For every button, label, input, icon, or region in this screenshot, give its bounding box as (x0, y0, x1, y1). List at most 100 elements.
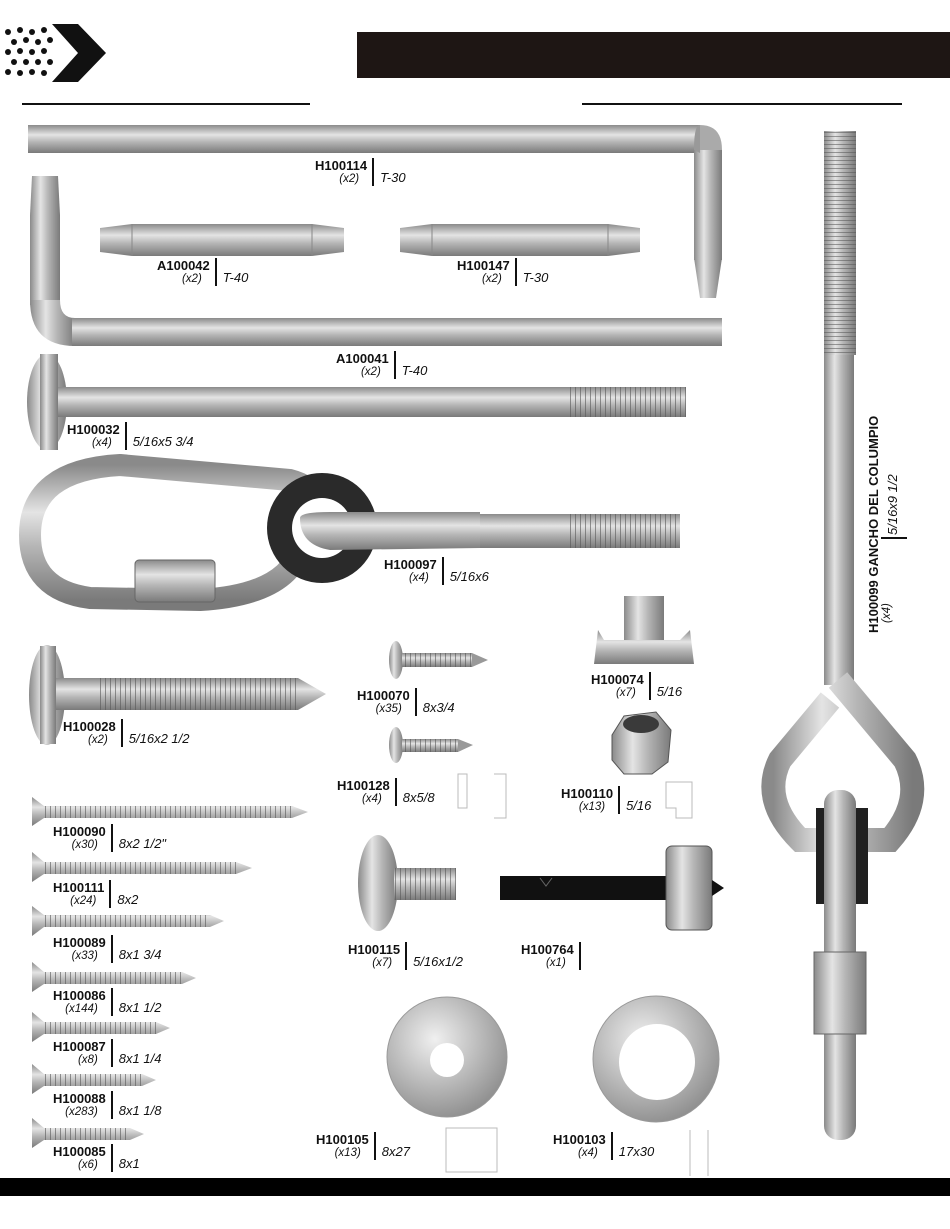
label-a100041: A100041(x2) T-40 (336, 351, 427, 379)
part-name: GANCHO DEL COLUMPIO (866, 415, 881, 577)
label-h100103: H100103(x4) 17x30 (553, 1132, 654, 1160)
part-size: 8x1 1/4 (118, 1051, 162, 1066)
part-size: 5/16x5 3/4 (132, 434, 194, 449)
part-size: 8x1 1/8 (118, 1103, 162, 1118)
brand-chevron-logo (0, 22, 110, 84)
part-qty: (x13) (578, 801, 606, 813)
label-h100085: H100085(x6) 8x1 (53, 1144, 140, 1172)
part-size: 5/16x6 (449, 569, 489, 584)
label-h100111: H100111(x24) 8x2 (53, 880, 138, 908)
part-qty: (x33) (71, 950, 98, 962)
part-qty: (x35) (375, 703, 402, 715)
part-code: H100103 (553, 1132, 606, 1147)
label-divider (110, 824, 113, 852)
part-size: 8x5/8 (402, 790, 435, 805)
tool-h100764-illustration (500, 845, 724, 931)
screw-h100088-shape (32, 1064, 156, 1094)
lock-nut-h100110-illustration (611, 711, 693, 819)
label-h100105: H100105(x13) 8x27 (316, 1132, 410, 1160)
label-divider (372, 158, 375, 186)
part-code: H100099 (866, 580, 881, 633)
label-h100070: H100070(x35) 8x3/4 (357, 688, 455, 716)
label-divider (110, 1144, 113, 1172)
part-qty: (x2) (339, 173, 360, 185)
part-code: H100147 (457, 258, 510, 273)
footer-bar (0, 1178, 950, 1196)
part-size: 8x1 1/2 (118, 1000, 162, 1015)
part-qty: (x8) (77, 1054, 98, 1066)
part-size: 8x2 1/2" (118, 836, 167, 851)
part-code: H100097 (384, 557, 437, 572)
screw-h100087-shape (32, 1012, 170, 1042)
label-divider (648, 672, 651, 700)
label-h100089: H100089(x33) 8x1 3/4 (53, 935, 161, 963)
tube-h100147-illustration (400, 224, 640, 256)
part-size: 5/16 (656, 684, 683, 699)
label-a100042: A100042(x2) T-40 (157, 258, 248, 286)
label-h100110: H100110(x13) 5/16 (561, 786, 651, 814)
washer-h100103-illustration (592, 995, 720, 1176)
label-divider (124, 422, 127, 450)
label-divider (441, 557, 444, 585)
part-code: H100764 (521, 942, 574, 957)
part-size: 5/16x9 1/2 (885, 474, 900, 535)
part-qty: (x1) (545, 957, 566, 969)
part-code-with-name: H100099 GANCHO DEL COLUMPIO (866, 416, 881, 633)
label-divider (394, 778, 397, 806)
label-h100764: H100764(x1) (521, 942, 587, 970)
screw-h100086-shape (32, 962, 196, 992)
part-size: 17x30 (618, 1144, 655, 1159)
swing-hook-h100099-illustration (761, 131, 925, 1140)
part-code: H100128 (337, 778, 390, 793)
part-code: H100070 (357, 688, 410, 703)
part-qty: (x30) (71, 839, 98, 851)
part-code: A100041 (336, 351, 389, 366)
label-divider (414, 688, 417, 716)
label-divider (618, 786, 621, 814)
screw-h100089-shape (32, 906, 224, 936)
bolt-h100028-illustration (29, 645, 326, 745)
label-h100115: H100115(x7) 5/16x1/2 (348, 942, 463, 970)
screw-h100128-illustration (389, 727, 507, 819)
part-code: H100111 (53, 880, 105, 895)
part-qty: (x4) (361, 793, 382, 805)
part-qty: (x4) (881, 603, 893, 623)
part-size: 5/16x2 1/2 (128, 731, 190, 746)
part-qty: (x13) (334, 1147, 361, 1159)
eye-bolt-h100097-illustration (18, 453, 680, 612)
part-code: H100087 (53, 1039, 106, 1054)
label-h100074: H100074(x7) 5/16 (591, 672, 682, 700)
part-size: T-30 (522, 270, 549, 285)
label-divider (110, 935, 113, 963)
label-divider (110, 1039, 113, 1067)
screw-h100070-illustration (389, 641, 488, 679)
label-h100128: H100128(x4) 8x5/8 (337, 778, 435, 806)
label-h100088: H100088(x283) 8x1 1/8 (53, 1091, 161, 1119)
label-divider (214, 258, 217, 286)
label-h100028: H100028(x2) 5/16x2 1/2 (63, 719, 190, 747)
bolt-h100115-illustration (358, 835, 456, 931)
washer-h100105-illustration (386, 996, 508, 1173)
part-code: H100032 (67, 422, 120, 437)
label-h100099-size: 5/16x9 1/2 (884, 474, 902, 535)
part-code: H100114 (315, 158, 368, 173)
part-code: H100086 (53, 988, 106, 1003)
part-qty: (x144) (65, 1003, 98, 1015)
header-rule-right (582, 103, 902, 105)
header-rule-left (22, 103, 310, 105)
part-size: 8x3/4 (422, 700, 455, 715)
label-h100086: H100086(x144) 8x1 1/2 (53, 988, 161, 1016)
part-code: H100110 (561, 786, 614, 801)
wood-screws-illustration (32, 797, 308, 1148)
part-qty: (x2) (481, 273, 502, 285)
label-h100090: H100090(x30) 8x2 1/2" (53, 824, 166, 852)
part-qty: (x4) (408, 572, 429, 584)
label-h100147: H100147(x2) T-30 (457, 258, 548, 286)
label-divider (109, 880, 112, 908)
part-code: H100085 (53, 1144, 106, 1159)
label-h100087: H100087(x8) 8x1 1/4 (53, 1039, 161, 1067)
part-qty: (x283) (65, 1106, 98, 1118)
rod-h100114-illustration (28, 125, 722, 298)
label-divider (120, 719, 123, 747)
